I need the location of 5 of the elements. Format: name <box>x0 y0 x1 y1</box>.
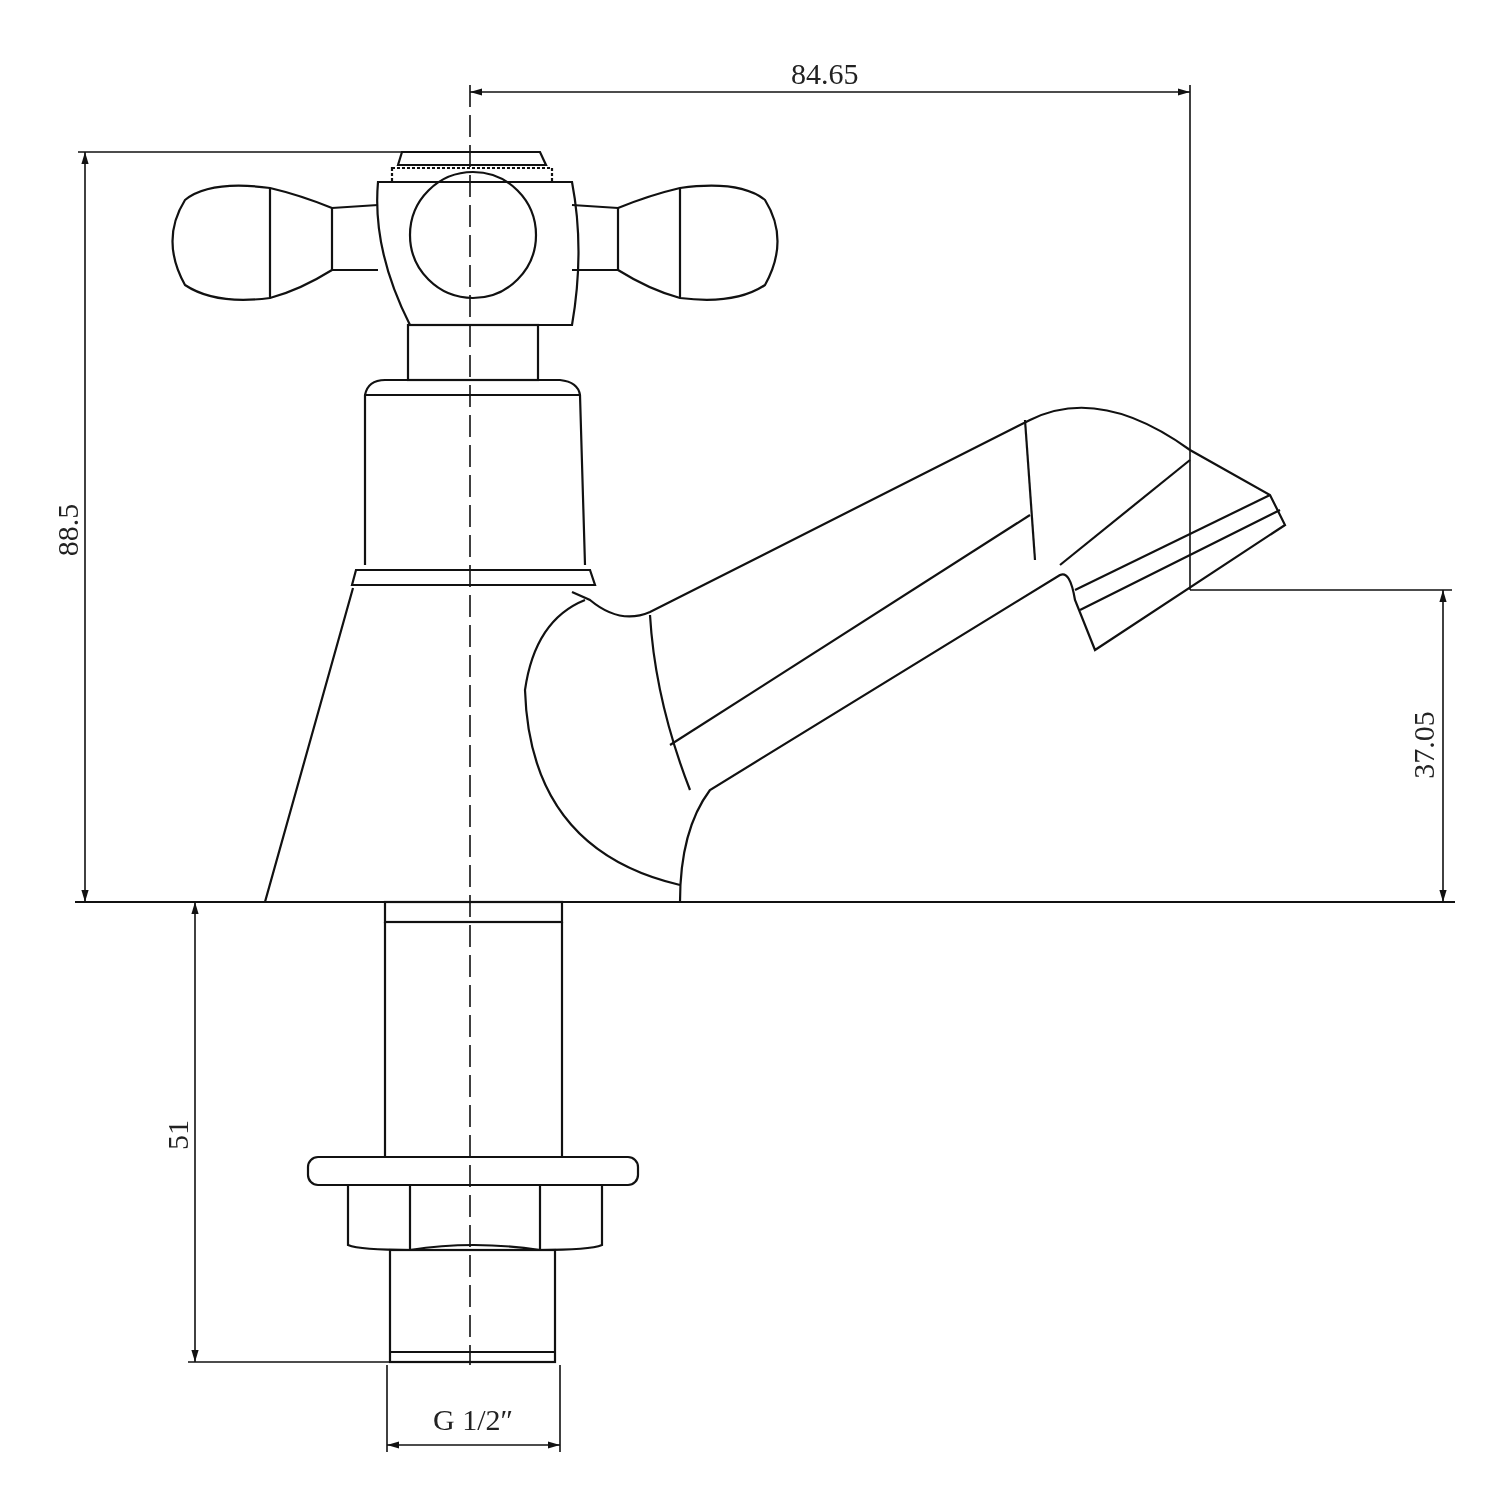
dimension-label: 84.65 <box>791 59 859 89</box>
dimension-label: 88.5 <box>52 503 83 557</box>
dimension-label: G 1/2″ <box>433 1405 513 1435</box>
dimension-label: 51 <box>163 1120 193 1150</box>
dimension-label: 37.05 <box>1408 711 1439 779</box>
